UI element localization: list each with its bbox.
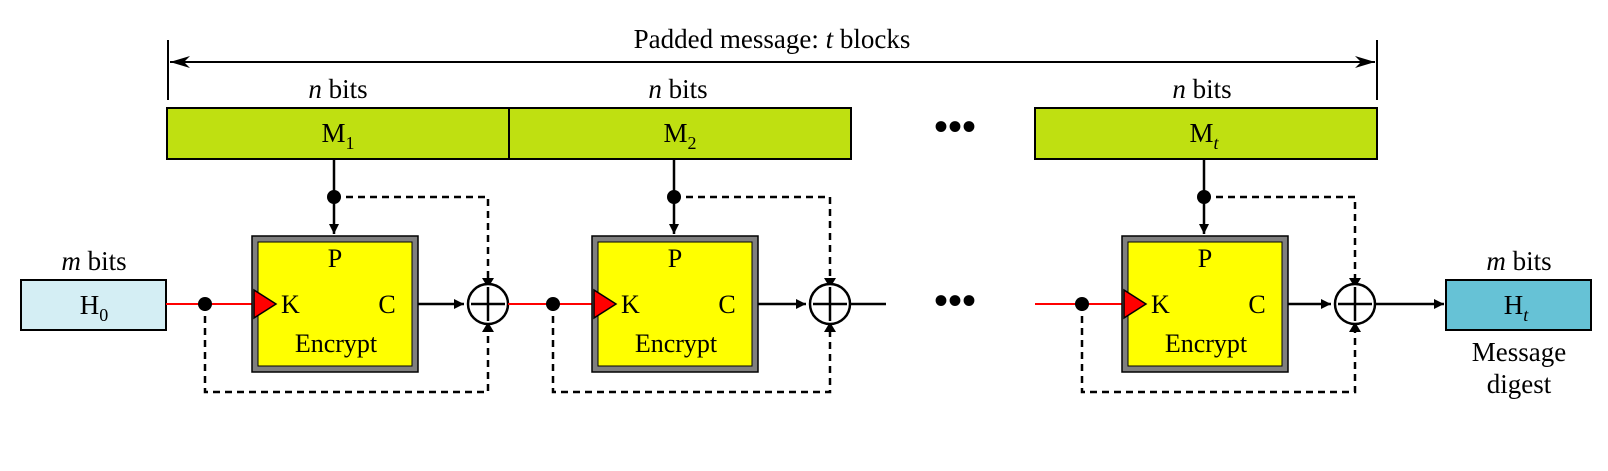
digest-label-line-1: Message bbox=[1472, 337, 1566, 367]
encrypt-label: Encrypt bbox=[635, 329, 718, 358]
ciphertext-port: C bbox=[718, 290, 735, 319]
ciphertext-port: C bbox=[378, 290, 395, 319]
message-block-t: Mt bbox=[1034, 107, 1378, 160]
chain-width-label-left: m bits bbox=[61, 246, 126, 276]
message-block-1: M1 bbox=[166, 107, 510, 160]
xor-gate-t bbox=[1333, 282, 1377, 326]
plaintext-port: P bbox=[328, 244, 342, 273]
plaintext-port: P bbox=[668, 244, 682, 273]
encrypt-label: Encrypt bbox=[295, 329, 378, 358]
stage-t: P K C Encrypt bbox=[1035, 159, 1444, 394]
encrypt-box-1: P K C Encrypt bbox=[251, 235, 419, 373]
key-port: K bbox=[621, 290, 640, 319]
stage-1: P K C Encrypt bbox=[166, 159, 510, 394]
message-block-t-label: Mt bbox=[1189, 118, 1219, 153]
encrypt-box-2: P K C Encrypt bbox=[591, 235, 759, 373]
stage-2: P K C Encrypt bbox=[508, 159, 886, 394]
encrypt-box-t: P K C Encrypt bbox=[1121, 235, 1289, 373]
final-value-box: Ht bbox=[1445, 279, 1592, 331]
padded-message-span: Padded message: t blocks bbox=[167, 24, 1378, 100]
block-width-label-2: n bits bbox=[648, 74, 707, 104]
final-value-label: Ht bbox=[1504, 290, 1530, 325]
chain-width-label-right: m bits bbox=[1486, 246, 1551, 276]
key-port: K bbox=[1151, 290, 1170, 319]
initial-value-label: H0 bbox=[80, 290, 109, 325]
block-width-label-3: n bits bbox=[1172, 74, 1231, 104]
xor-gate-1 bbox=[466, 282, 510, 326]
padded-message-label: Padded message: t blocks bbox=[634, 24, 911, 54]
plaintext-port: P bbox=[1198, 244, 1212, 273]
initial-value-box: H0 bbox=[20, 279, 167, 331]
ciphertext-port: C bbox=[1248, 290, 1265, 319]
block-width-label-1: n bits bbox=[308, 74, 367, 104]
ellipsis-middle: ••• bbox=[934, 278, 976, 323]
key-port: K bbox=[281, 290, 300, 319]
ellipsis-top: ••• bbox=[934, 104, 976, 149]
message-block-2-label: M2 bbox=[663, 118, 696, 153]
xor-gate-2 bbox=[808, 282, 852, 326]
digest-label-line-2: digest bbox=[1487, 369, 1552, 399]
message-block-1-label: M1 bbox=[321, 118, 354, 153]
encrypt-label: Encrypt bbox=[1165, 329, 1248, 358]
message-block-2: M2 bbox=[508, 107, 852, 160]
